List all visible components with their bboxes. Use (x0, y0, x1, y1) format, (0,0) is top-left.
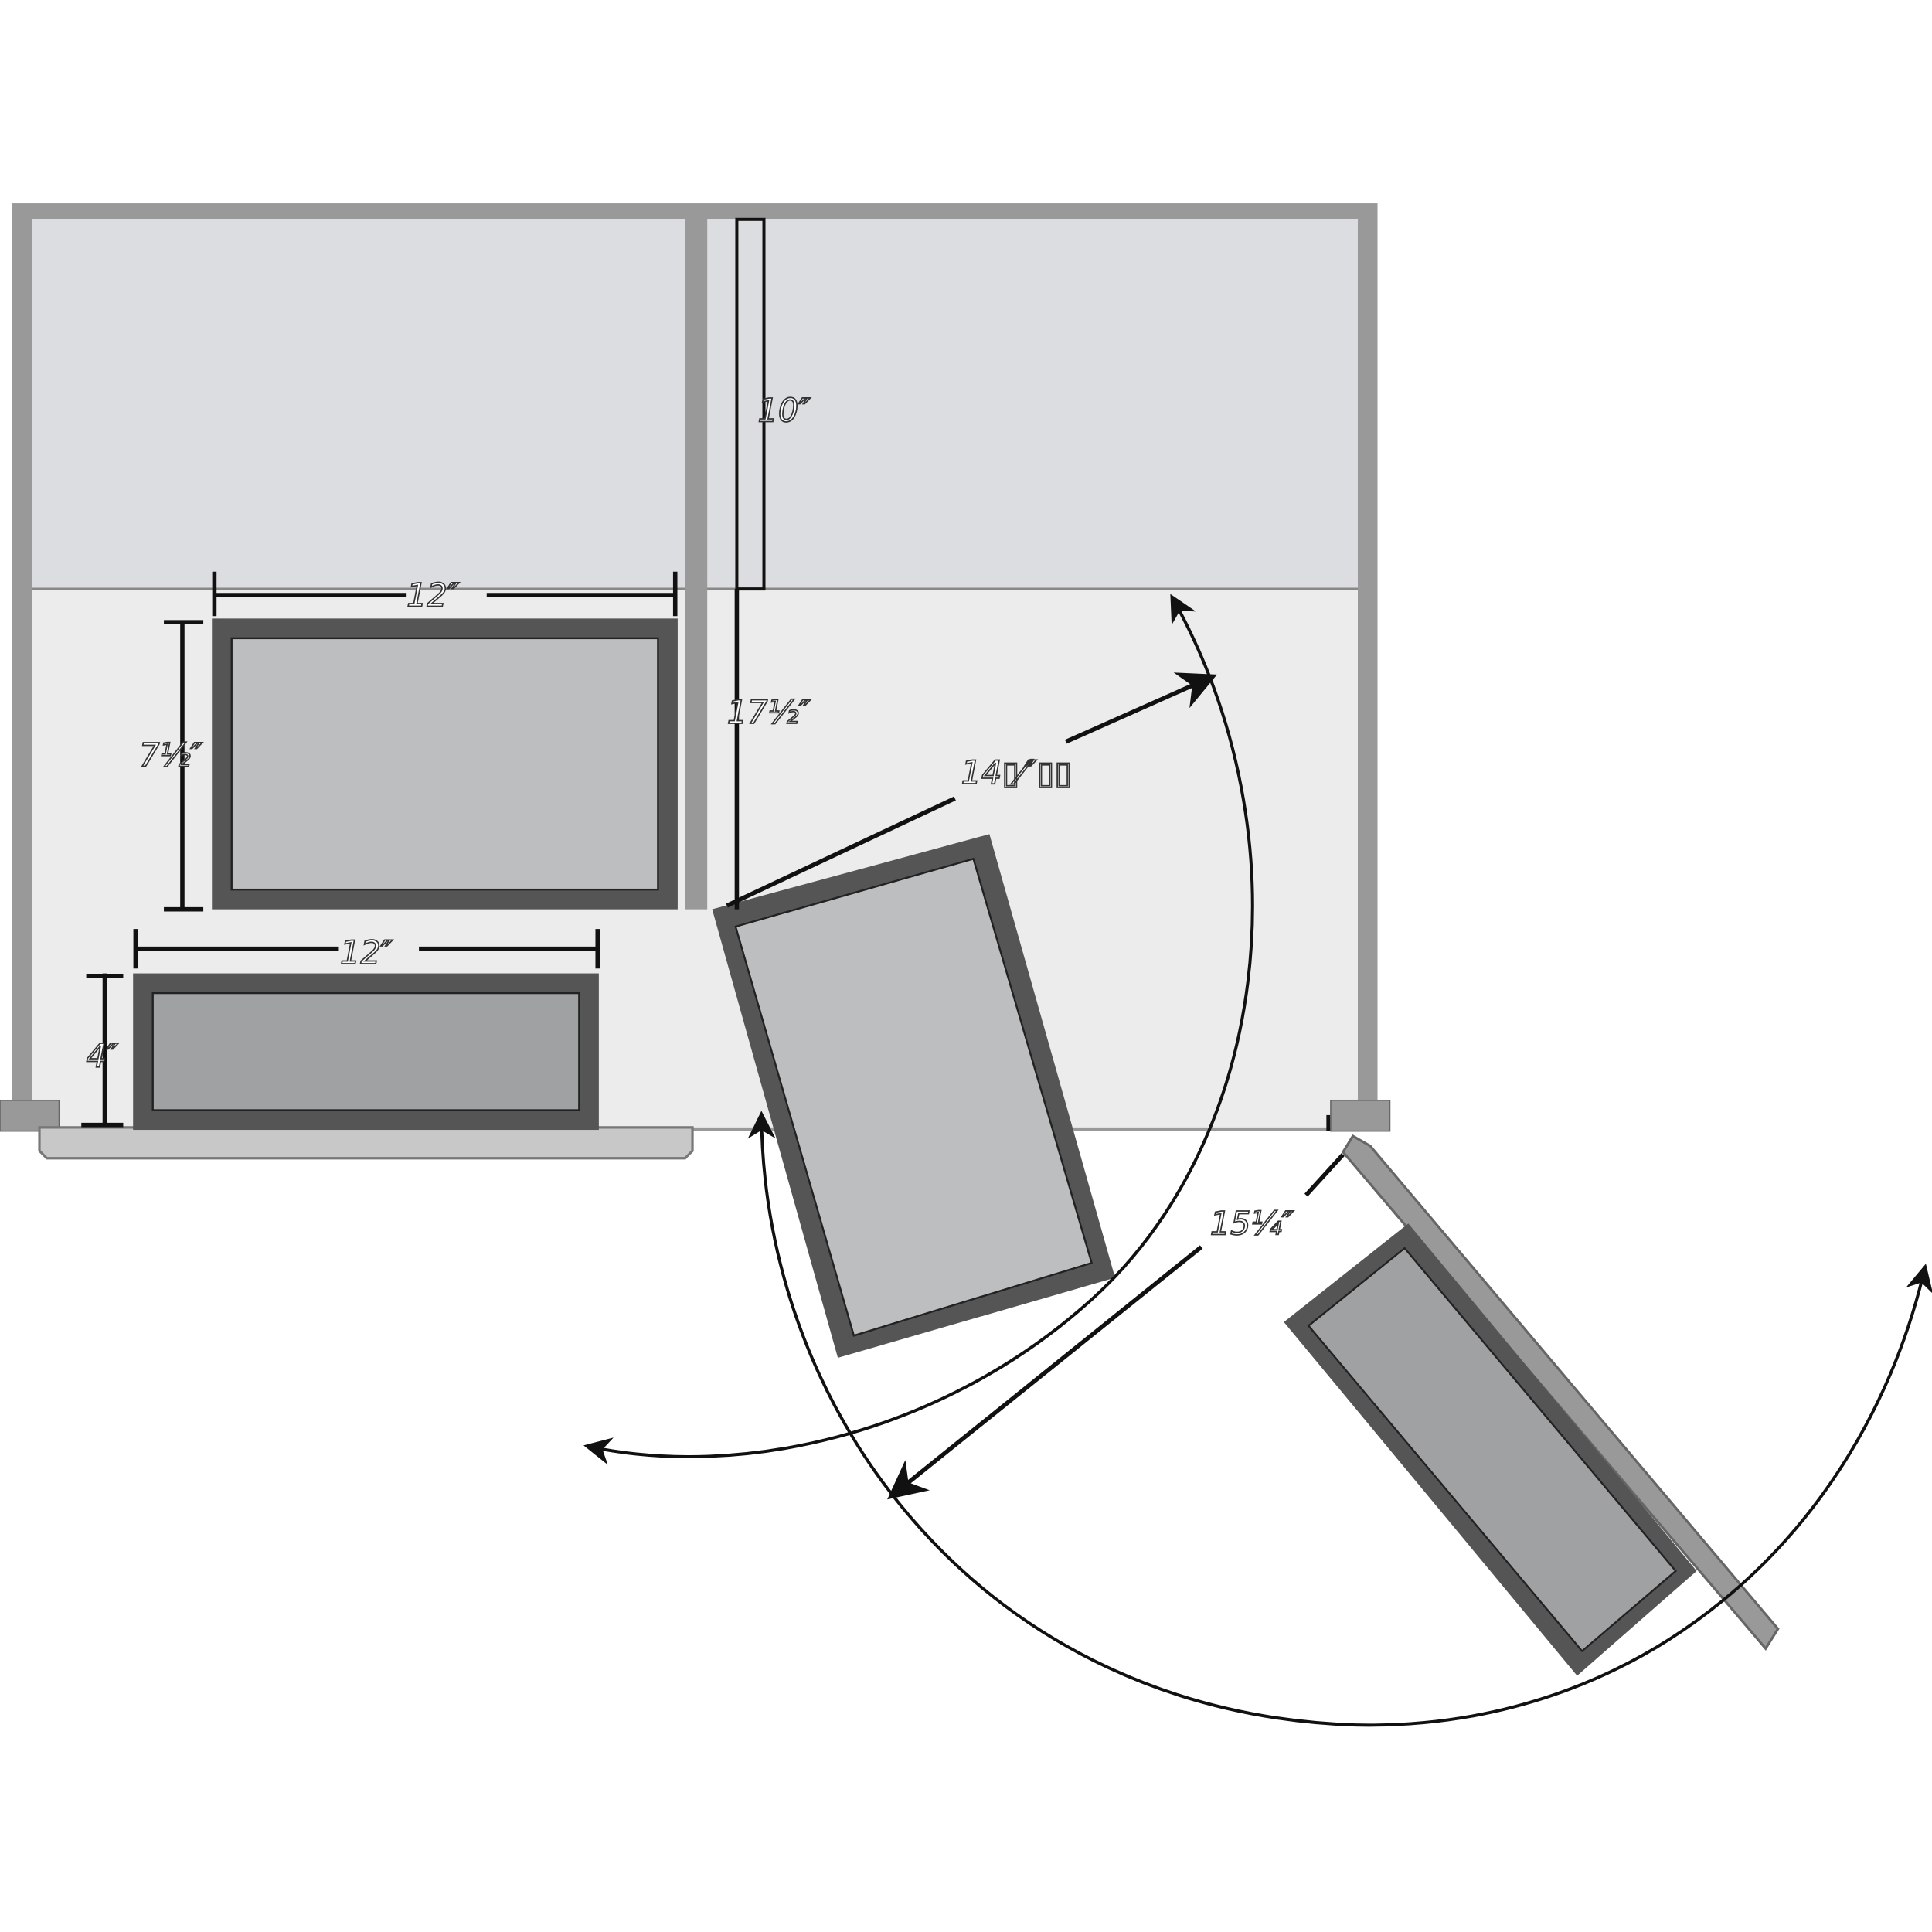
label-door-swing-reach: 15¼″ (1210, 1206, 1294, 1243)
dimension-lines (81, 571, 1345, 1500)
door-swing-arrow (747, 1111, 1932, 1727)
lower-drawer (133, 973, 599, 1131)
label-top-partition-depth: 10″ (758, 392, 811, 429)
partition-strip (735, 217, 766, 591)
label-swing-drawer-reach: 14▯⁄″▯▯ (961, 754, 1073, 791)
label-bottom-partition-depth: 17½″ (727, 694, 811, 731)
upper-drawer (212, 618, 678, 910)
label-lower-drawer-width: 12″ (340, 934, 393, 971)
kick-plate (38, 1126, 694, 1160)
label-upper-drawer-width: 12″ (406, 577, 460, 614)
right-foot (1330, 1099, 1391, 1132)
center-divider (685, 219, 708, 910)
left-foot (0, 1099, 60, 1132)
label-lower-drawer-height: 4″ (87, 1038, 119, 1075)
label-upper-drawer-height: 7½″ (139, 737, 203, 774)
